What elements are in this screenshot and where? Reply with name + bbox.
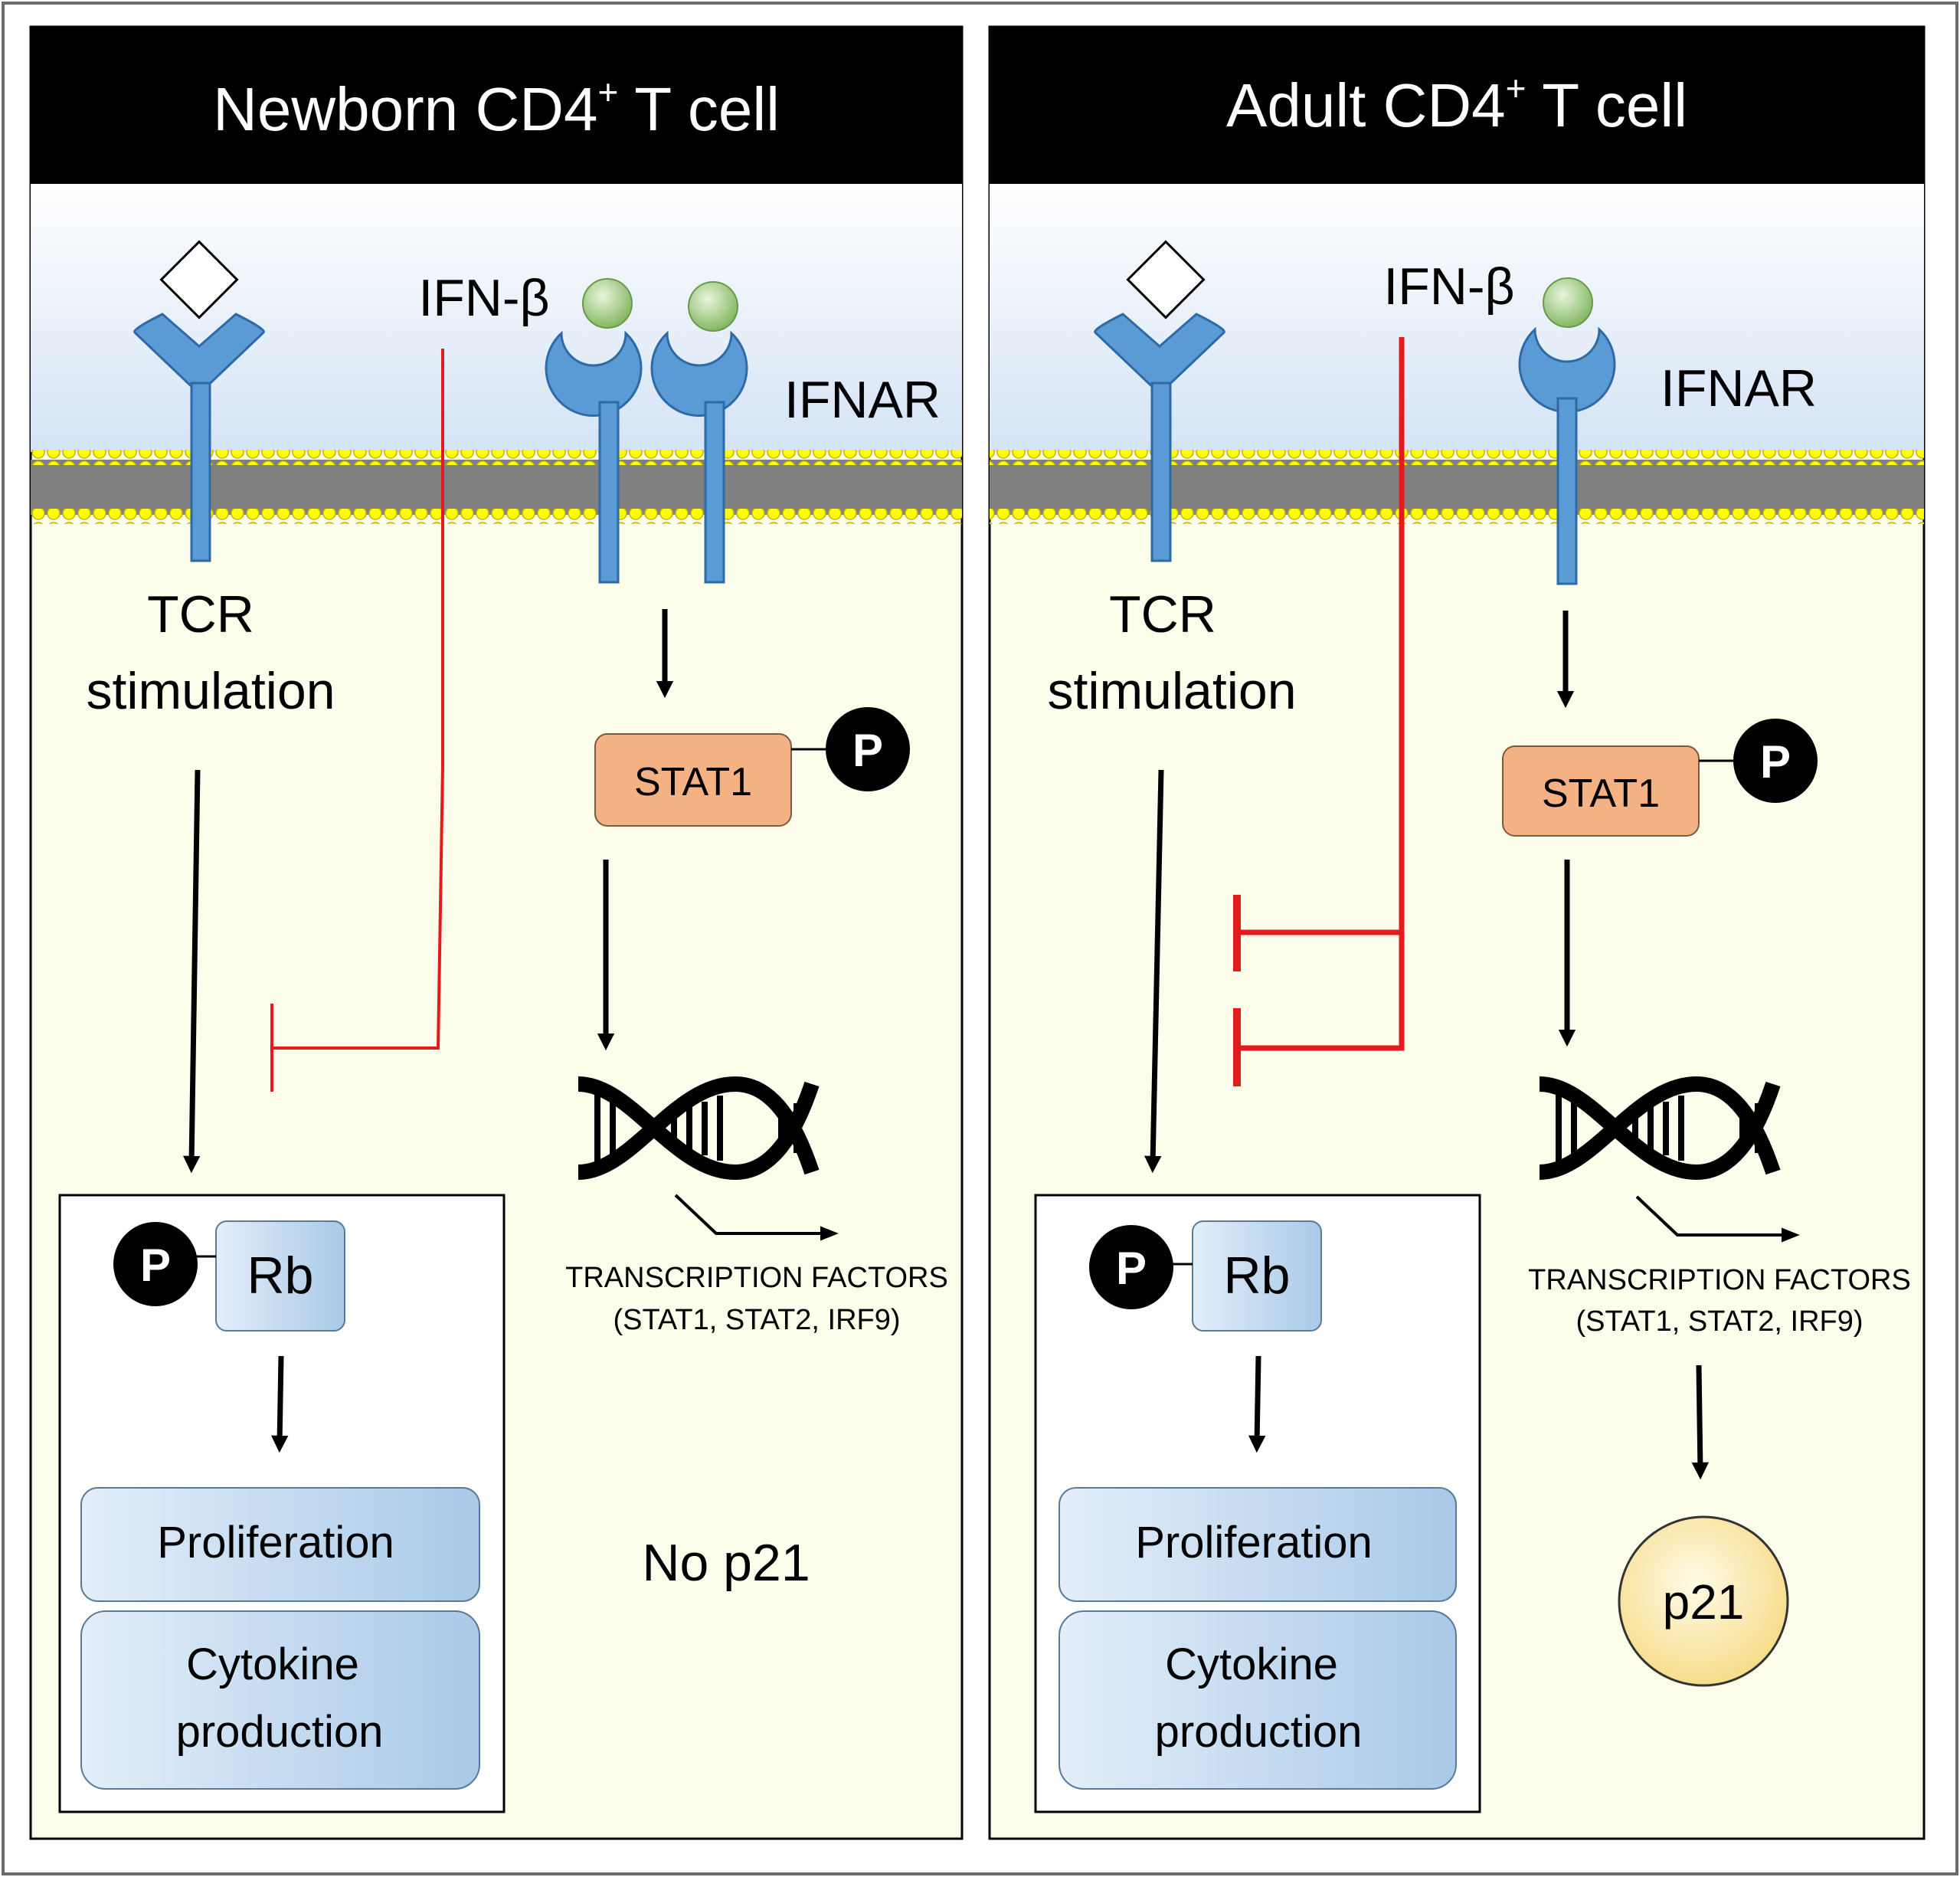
transcription-arrow — [1635, 1195, 1800, 1243]
ifn-inhibition-line — [272, 349, 444, 1050]
panel-title: Adult CD4+ T cell — [1226, 68, 1687, 139]
rb-box — [215, 1220, 345, 1332]
stat1-label: STAT1 — [1542, 771, 1660, 816]
dna-icon — [578, 1076, 820, 1181]
stat1-label: STAT1 — [634, 760, 752, 804]
cell-membrane — [990, 450, 1924, 524]
tf-list-label: (STAT1, STAT2, IRF9) — [1576, 1305, 1863, 1338]
phospho-icon — [1733, 719, 1818, 803]
ifn-ligand-icon — [688, 281, 738, 332]
extracellular-space — [990, 184, 1924, 452]
panel-newborn: Newborn CD4+ T cell TCR stimulation IFN-… — [29, 25, 964, 1840]
arrow-tf-to-p21 — [1691, 1364, 1710, 1480]
tcr-label: TCR — [1109, 585, 1216, 644]
phospho-icon — [826, 707, 910, 791]
stat1-box — [1502, 745, 1700, 837]
extracellular-space — [31, 184, 962, 452]
panel-title-bar — [31, 27, 962, 184]
tcr-receptor — [1094, 313, 1225, 562]
antigen-icon — [159, 240, 239, 319]
tcr-receptor — [133, 313, 265, 562]
proliferation-box — [80, 1487, 480, 1602]
ifnar-receptor — [1518, 326, 1616, 585]
arrow-tcr-to-rb — [1144, 769, 1164, 1174]
proliferation-label: Proliferation — [157, 1518, 394, 1567]
ifn-beta-label: IFN-β — [1383, 257, 1514, 316]
cell-membrane — [31, 450, 962, 524]
ifn-ligand-icon — [582, 278, 633, 329]
tcr-label: TCR — [147, 585, 254, 644]
phospho-icon — [1089, 1225, 1173, 1309]
panel-title-bar — [990, 27, 1924, 184]
tf-label: TRANSCRIPTION FACTORS — [565, 1262, 948, 1294]
phospho-icon — [113, 1222, 198, 1306]
rb-box — [1192, 1220, 1322, 1332]
production-label: production — [1155, 1707, 1363, 1757]
rb-label: Rb — [1224, 1246, 1291, 1305]
tcr-stimulation-label: stimulation — [86, 662, 335, 720]
arrow-rb-to-proliferation — [270, 1355, 289, 1453]
p21-circle — [1618, 1515, 1789, 1687]
dna-icon — [1539, 1076, 1781, 1181]
transcription-arrow — [674, 1194, 839, 1241]
phospho-label: P — [1116, 1243, 1147, 1294]
tf-label: TRANSCRIPTION FACTORS — [1528, 1264, 1911, 1296]
cytokine-box — [1059, 1610, 1457, 1790]
cytokine-label: Cytokine — [186, 1640, 359, 1689]
phospho-label: P — [852, 725, 883, 776]
arrow-tcr-to-rb — [182, 769, 201, 1174]
phospho-label: P — [1760, 736, 1791, 788]
no-p21-label: No p21 — [642, 1534, 810, 1592]
ifn-inhibition-line — [1237, 337, 1405, 1051]
ifnar-label: IFNAR — [784, 371, 941, 429]
proliferation-label: Proliferation — [1135, 1518, 1372, 1567]
panel-adult: Adult CD4+ T cell TCR stimulation IFN-β … — [988, 25, 1926, 1840]
stat1-box — [594, 733, 792, 827]
p21-label: p21 — [1663, 1574, 1745, 1630]
tcr-stimulation-label: stimulation — [1047, 662, 1296, 720]
cytokine-label: Cytokine — [1165, 1640, 1338, 1689]
rb-label: Rb — [247, 1246, 314, 1305]
cytokine-box — [80, 1610, 480, 1790]
ifnar-receptor — [545, 330, 748, 584]
ifn-beta-label: IFN-β — [418, 269, 549, 327]
tf-list-label: (STAT1, STAT2, IRF9) — [613, 1304, 900, 1336]
production-label: production — [176, 1707, 384, 1757]
proliferation-box — [1059, 1487, 1457, 1602]
antigen-icon — [1126, 240, 1206, 319]
panel-title: Newborn CD4+ T cell — [213, 72, 780, 143]
phospho-label: P — [140, 1240, 171, 1291]
ifnar-label: IFNAR — [1661, 359, 1817, 418]
arrow-rb-to-proliferation — [1248, 1355, 1266, 1453]
ifn-ligand-icon — [1543, 277, 1593, 328]
